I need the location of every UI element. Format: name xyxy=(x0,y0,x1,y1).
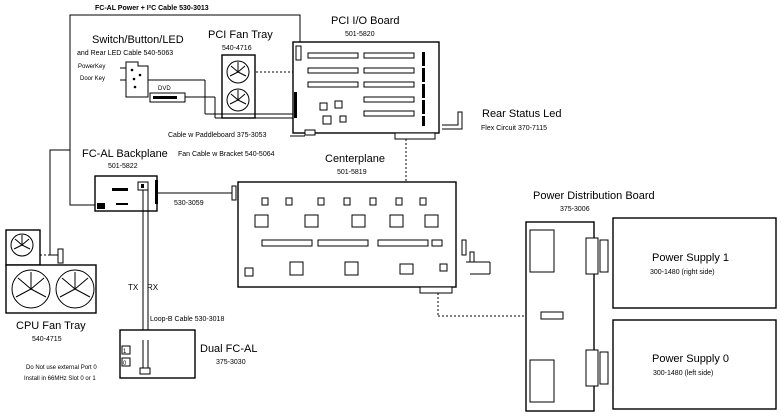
note-line-1: Do Not use external Port 0 xyxy=(26,365,97,371)
pdb-title: Power Distribution Board xyxy=(533,190,655,202)
note-line-2: Install in 66MHz Slot 0 or 1 xyxy=(24,376,96,382)
port-0-label: 0 xyxy=(123,361,127,367)
pdb-pn: 375-3006 xyxy=(560,206,590,213)
rear-status-led-title: Rear Status Led xyxy=(482,108,562,120)
cable-530-3059-label: 530-3059 xyxy=(174,200,204,207)
dual-fcal-card xyxy=(119,329,196,379)
switch-panel xyxy=(125,61,293,115)
switch-led-title: Switch/Button/LED xyxy=(92,34,184,46)
switch-led-cable: and Rear LED Cable 540-5063 xyxy=(77,50,173,57)
cpu-fan-tray-title: CPU Fan Tray xyxy=(16,320,86,332)
fcal-backplane xyxy=(94,175,158,212)
power-supply-0 xyxy=(612,319,777,410)
dvd-label: DVD xyxy=(158,86,171,92)
ps1-title: Power Supply 1 xyxy=(652,252,729,264)
pci-fan-tray xyxy=(221,54,256,119)
ps0-pn: 300-1480 (left side) xyxy=(653,370,713,377)
paddleboard-cable-label: Cable w Paddleboard 375-3053 xyxy=(168,132,267,139)
centerplane-title: Centerplane xyxy=(325,153,385,165)
port-1-label: 1 xyxy=(123,349,127,355)
power-key-label: PowerKey xyxy=(78,64,105,70)
fan-icon xyxy=(55,269,95,309)
fan-icon xyxy=(226,88,250,112)
rear-status-led xyxy=(442,111,463,130)
rx-label: RX xyxy=(147,283,159,292)
fan-icon xyxy=(226,60,250,84)
power-distribution-board xyxy=(525,221,609,412)
tx-label: TX xyxy=(128,283,139,292)
ps1-pn: 300-1480 (right side) xyxy=(650,269,715,276)
fcal-power-cable-label: FC-AL Power + I²C Cable 530-3013 xyxy=(95,5,209,12)
dvd-drive xyxy=(149,92,293,119)
ps0-title: Power Supply 0 xyxy=(652,353,729,365)
pci-fan-tray-title: PCI Fan Tray xyxy=(208,29,273,41)
dual-fcal-title: Dual FC-AL xyxy=(200,343,257,355)
door-key-label: Door Key xyxy=(80,76,105,82)
fan-icon xyxy=(11,269,51,309)
fan-icon xyxy=(10,233,34,257)
loopb-cable-label: Loop-B Cable 530-3018 xyxy=(150,316,224,323)
fcal-backplane-pn: 501-5822 xyxy=(108,163,138,170)
power-supply-1 xyxy=(612,217,777,309)
rear-status-flex: Flex Circuit 370-7115 xyxy=(481,125,547,132)
centerplane-pn: 501-5819 xyxy=(337,169,367,176)
centerplane xyxy=(237,181,457,294)
cpu-fan-tray xyxy=(5,229,97,314)
pci-fan-tray-pn: 540-4716 xyxy=(222,45,252,52)
fan-cable-bracket-label: Fan Cable w Bracket 540-5064 xyxy=(178,151,275,158)
pci-io-board xyxy=(292,41,440,140)
pci-io-board-title: PCI I/O Board xyxy=(331,15,399,27)
cpu-fan-tray-pn: 540-4715 xyxy=(32,336,62,343)
fcal-backplane-title: FC-AL Backplane xyxy=(82,148,168,160)
pci-io-board-pn: 501-5820 xyxy=(345,31,375,38)
dual-fcal-pn: 375-3030 xyxy=(216,359,246,366)
